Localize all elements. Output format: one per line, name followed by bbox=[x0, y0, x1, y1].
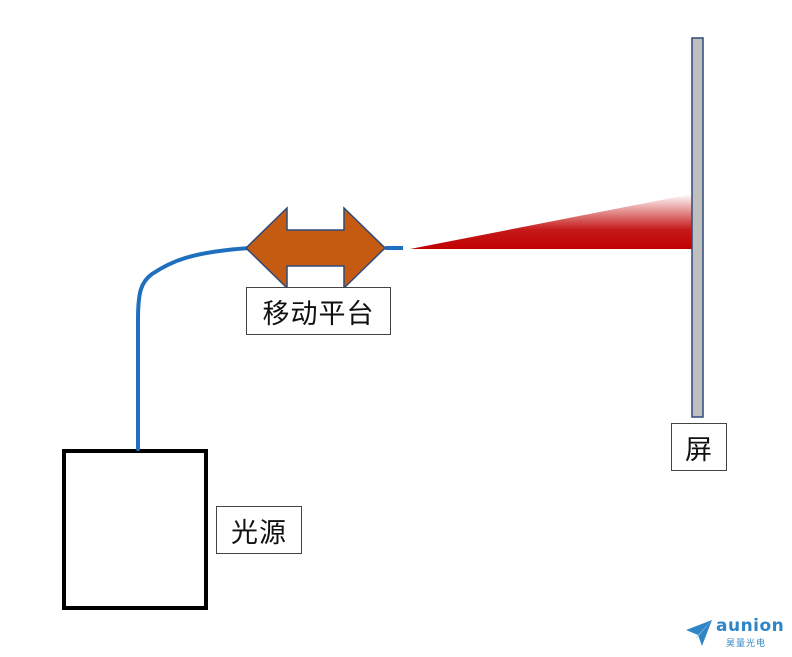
logo-subtitle: 昊量光电 bbox=[726, 639, 767, 649]
stage-label: 移动平台 bbox=[246, 287, 391, 335]
brand-logo: aunion 昊量光电 bbox=[684, 616, 784, 650]
screen-label: 屏 bbox=[671, 423, 727, 471]
double-arrow-icon bbox=[244, 206, 387, 290]
optical-fiber bbox=[136, 246, 252, 451]
light-source-box bbox=[62, 449, 208, 610]
laser-beam bbox=[410, 194, 692, 249]
logo-wordmark: aunion bbox=[716, 616, 785, 636]
paper-plane-icon bbox=[686, 620, 712, 646]
light-source-label: 光源 bbox=[216, 506, 302, 554]
screen-plate bbox=[691, 37, 704, 418]
